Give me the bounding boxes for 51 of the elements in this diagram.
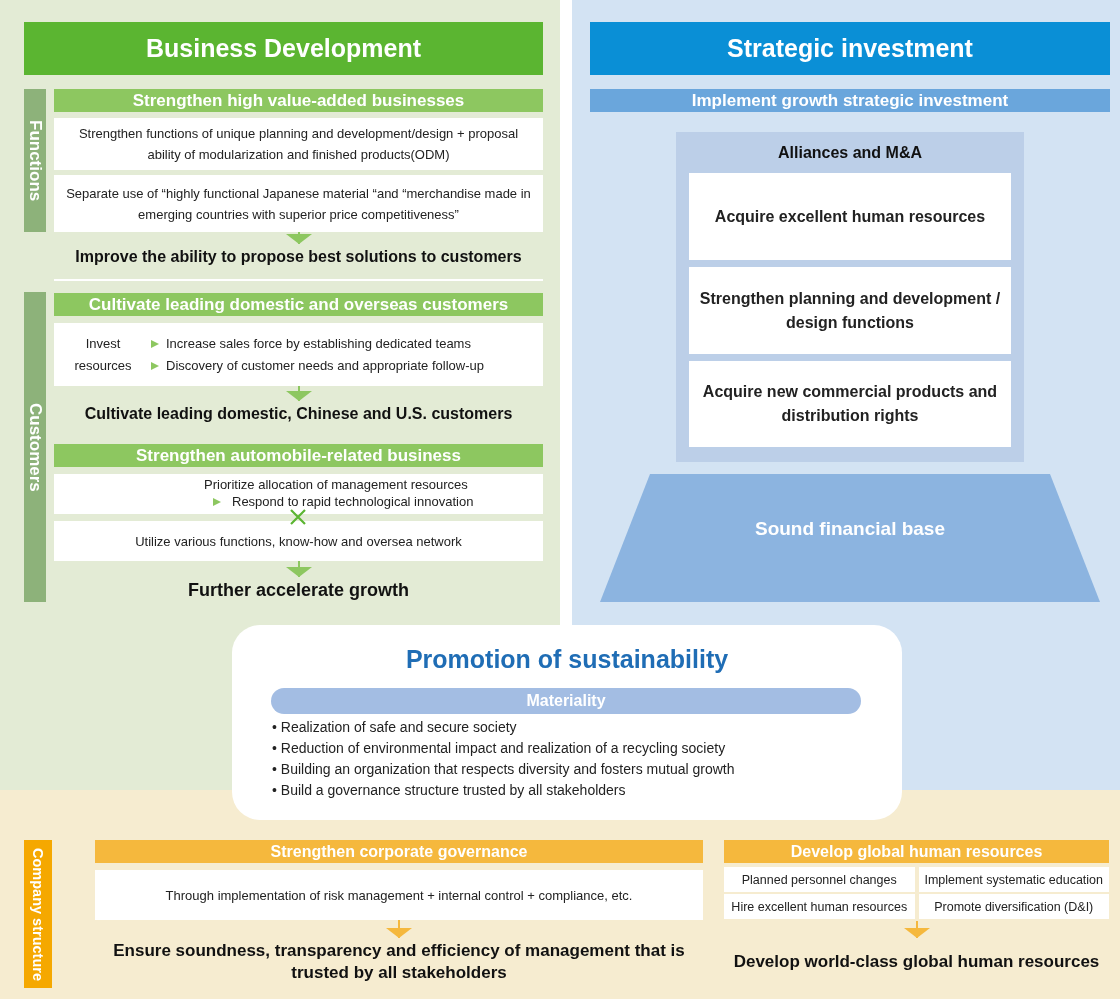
arrow	[386, 919, 412, 939]
arrow	[904, 920, 930, 939]
group-title: Alliances and M&A	[777, 144, 923, 162]
result-text: Improve the ability to propose best solutions to customers	[54, 242, 543, 272]
panel-heading: Business Development	[24, 22, 543, 75]
text: Invest resources	[73, 335, 133, 375]
text-box: Through implementation of risk management + internal control + compliance, etc.	[95, 870, 703, 920]
text-box: Separate use of “highly functional Japanese material “and “merchandise made in emerging countries with superior price competitiveness”	[54, 175, 543, 232]
heading-bar: Develop global human resources	[724, 840, 1109, 863]
card-title: Promotion of sustainability	[404, 645, 730, 674]
text: Respond to rapid technological innovation	[232, 493, 474, 511]
text-box: Strengthen functions of unique planning and development/design + proposal ability of modularization and finished products(ODM)	[54, 118, 543, 170]
text-box: Strengthen planning and development / design functions	[689, 267, 1011, 354]
arrow	[286, 560, 312, 578]
result-text: Cultivate leading domestic, Chinese and U.S. customers	[54, 399, 543, 429]
panel-heading: Strategic investment	[590, 22, 1110, 75]
result-text: Develop world-class global human resources	[724, 936, 1109, 988]
heading-bar: Strengthen automobile-related business	[54, 444, 543, 467]
text-box: Utilize various functions, know-how and oversea network	[54, 521, 543, 561]
table-cell: Promote diversification (D&I)	[918, 894, 1109, 919]
text-box	[54, 474, 543, 514]
table-cell: Hire excellent human resources	[724, 894, 915, 919]
heading-bar: Cultivate leading domestic and overseas customers	[54, 293, 543, 316]
side-label-bar: Company structure	[24, 840, 52, 988]
table-cell: Implement systematic education	[918, 867, 1109, 892]
node-label: Planned personnel changes	[741, 872, 897, 887]
arrow	[286, 385, 312, 402]
result-text: Further accelerate growth	[54, 575, 543, 605]
heading-bar: Strengthen high value-added businesses	[54, 89, 543, 112]
table-cell: Planned personnel changes	[724, 867, 915, 892]
text: Discovery of customer needs and appropriate follow-up	[166, 357, 484, 375]
center-card	[232, 625, 902, 820]
text: Increase sales force by establishing dedicated teams	[166, 335, 471, 353]
shape-label: Sound financial base	[753, 518, 946, 540]
heading-bar: Strengthen corporate governance	[95, 840, 703, 863]
text-box	[54, 323, 543, 386]
list-item: • Build a governance structure trusted by all stakeholders	[272, 781, 627, 800]
text-box: Acquire excellent human resources	[689, 173, 1011, 260]
heading-pill: Materiality	[271, 688, 861, 714]
group-panel	[676, 132, 1024, 462]
arrow	[286, 231, 312, 245]
text-box: Acquire new commercial products and distribution rights	[689, 361, 1011, 447]
list-item: • Building an organization that respects diversity and fosters mutual growth	[272, 760, 735, 779]
side-label-bar: Customers	[24, 292, 46, 602]
text: Prioritize allocation of management resources	[204, 476, 468, 494]
base-trapezoid	[600, 474, 1100, 602]
list-item: • Realization of safe and secure society	[272, 718, 518, 737]
list-item: • Reduction of environmental impact and realization of a recycling society	[272, 739, 727, 758]
heading-bar: Implement growth strategic investment	[590, 89, 1110, 112]
result-text: Ensure soundness, transparency and efficiency of management that is trusted by all stakeholders	[95, 936, 703, 988]
side-label-bar: Functions	[24, 89, 46, 232]
